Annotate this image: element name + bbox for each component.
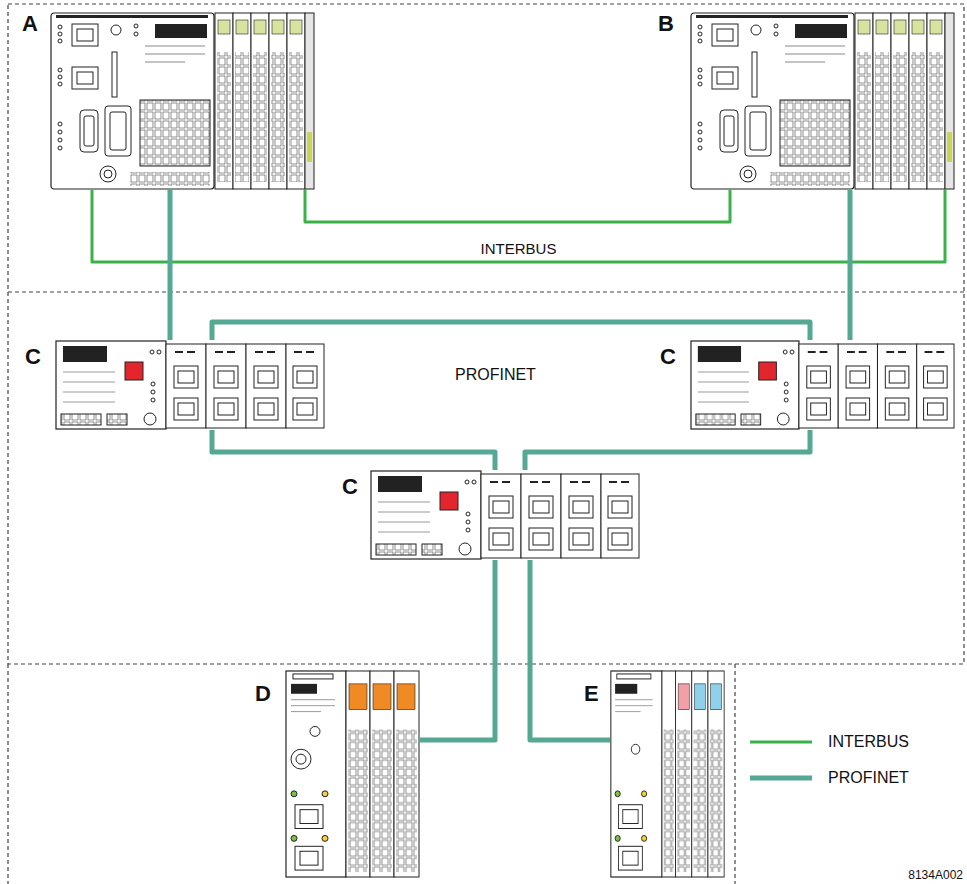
switch-device: C	[690, 340, 955, 430]
network-cable	[305, 190, 730, 222]
callout-letter: D	[255, 682, 271, 706]
figure-number: 8134A002	[908, 868, 963, 882]
callout-letter: C	[660, 345, 676, 369]
network-cable	[92, 190, 945, 262]
network-cable	[212, 322, 810, 340]
legend-text: INTERBUS	[828, 733, 909, 751]
network-cable	[212, 430, 495, 470]
network-cable	[420, 560, 495, 740]
switch-device: C	[370, 470, 640, 560]
callout-letter: B	[658, 12, 674, 36]
io-device: D	[285, 670, 420, 878]
io-device: E	[610, 670, 725, 878]
network-label: PROFINET	[455, 366, 536, 384]
callout-letter: E	[584, 682, 599, 706]
switch-device: C	[55, 340, 325, 430]
controller-device: B	[690, 12, 955, 190]
network-cable	[530, 560, 610, 740]
callout-letter: C	[342, 475, 358, 499]
bus-label: INTERBUS	[478, 240, 560, 257]
controller-device: A	[50, 12, 315, 190]
network-cable	[168, 190, 173, 340]
callout-letter: A	[22, 12, 38, 36]
network-cable	[525, 430, 810, 470]
legend-text: PROFINET	[828, 769, 909, 787]
network-cable	[848, 190, 853, 340]
callout-letter: C	[25, 345, 41, 369]
